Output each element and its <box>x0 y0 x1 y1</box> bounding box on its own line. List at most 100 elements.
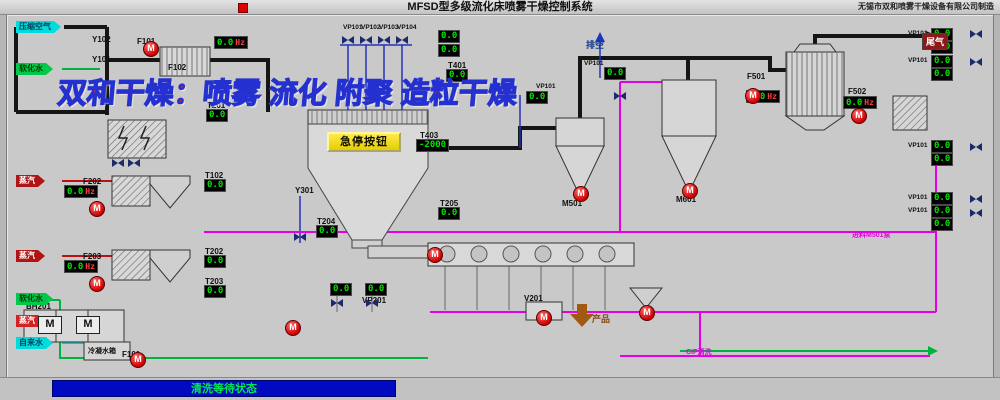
valve-icon[interactable] <box>396 36 408 45</box>
equipment-tag: VP102 <box>361 24 381 31</box>
alert-icon <box>238 3 248 13</box>
cyclone-b <box>661 79 717 187</box>
valve-icon[interactable] <box>970 195 982 204</box>
pump-icon[interactable]: M <box>536 310 552 326</box>
equipment-tag: VP101 <box>343 24 363 31</box>
numeric-display: 0.0 <box>931 68 954 81</box>
pump-icon[interactable]: M <box>427 247 443 263</box>
equipment-tag: VP101 <box>908 142 928 149</box>
numeric-display: 0.0 <box>931 218 954 231</box>
equipment-tag: T204 <box>317 217 336 226</box>
equipment-tag: VP103 <box>379 24 399 31</box>
numeric-display: 0.0 <box>604 67 627 80</box>
valve-icon[interactable] <box>294 233 306 242</box>
emergency-stop-button[interactable]: 急停按钮 <box>327 132 401 152</box>
valve-icon[interactable] <box>128 159 140 168</box>
flow-arrow-label: 蒸汽 <box>16 250 45 262</box>
pump-icon[interactable]: M <box>573 186 589 202</box>
equipment-tag: Y301 <box>295 186 314 195</box>
diagram-label: 尾气 <box>922 33 949 50</box>
electric-heater <box>107 119 167 159</box>
flow-arrow-label: 压缩空气 <box>16 21 61 33</box>
equipment-tag: M501 <box>562 199 583 208</box>
flow-arrow-label: 蒸汽 <box>16 315 45 327</box>
valve-icon[interactable] <box>331 299 343 308</box>
numeric-display: 0.0 <box>446 69 469 82</box>
numeric-display: 0.0 <box>204 255 227 268</box>
equipment-tag: T201 <box>207 101 226 110</box>
pump-icon[interactable]: M <box>682 183 698 199</box>
pump-icon[interactable]: M <box>851 108 867 124</box>
equipment-tag: T202 <box>205 247 224 256</box>
numeric-display: -2000 <box>416 139 450 152</box>
flow-arrow-label: 软化水 <box>16 63 53 75</box>
numeric-display: 0.0 <box>365 283 388 296</box>
equipment-tag: F502 <box>848 87 867 96</box>
equipment-tag: F203 <box>83 252 102 261</box>
valve-icon[interactable] <box>360 36 372 45</box>
equipment-tag: VP101 <box>908 207 928 214</box>
diagram-label: CIP清洗 <box>686 349 712 356</box>
equipment-tag: VP101 <box>908 194 928 201</box>
valve-icon[interactable] <box>970 209 982 218</box>
pump-icon[interactable]: M <box>285 320 301 336</box>
condenser <box>784 43 846 131</box>
diagram-label: 进料M501泵 <box>852 232 891 239</box>
flow-arrow-label: 蒸汽 <box>16 175 45 187</box>
equipment-tag: VP101 <box>908 57 928 64</box>
numeric-display: 0.0 <box>204 179 227 192</box>
equipment-tag: T205 <box>440 199 459 208</box>
numeric-display: 0.0 <box>931 140 954 153</box>
valve-icon[interactable] <box>970 143 982 152</box>
valve-icon[interactable] <box>366 299 378 308</box>
valve-icon[interactable] <box>342 36 354 45</box>
numeric-display: 0.0 <box>438 30 461 43</box>
numeric-display: 0.0 <box>438 207 461 220</box>
equipment-tag: V201 <box>524 294 543 303</box>
manufacturer-label: 无锡市双和喷雾干燥设备有限公司制造 <box>858 2 994 11</box>
numeric-display: 0.0 <box>330 283 353 296</box>
equipment-tag: Y102 <box>92 35 111 44</box>
inlet-filter <box>159 46 211 77</box>
flow-arrow-label: 自来水 <box>16 337 53 349</box>
heat-exchanger-2 <box>111 249 191 283</box>
equipment-tag: VP101 <box>908 30 928 37</box>
pump-icon[interactable]: M <box>639 305 655 321</box>
product-arrow <box>570 304 594 327</box>
pump-icon[interactable]: M <box>89 201 105 217</box>
pump-icon[interactable]: M <box>89 276 105 292</box>
pump-icon[interactable]: M <box>143 41 159 57</box>
valve-icon[interactable] <box>970 30 982 39</box>
water-arrowhead <box>928 346 938 356</box>
valve-icon[interactable] <box>112 159 124 168</box>
pump-icon[interactable]: M <box>130 352 146 368</box>
diagram-label: 排空 <box>586 40 605 50</box>
valve-icon[interactable] <box>614 92 626 101</box>
numeric-display: 0.0 <box>931 55 954 68</box>
equipment-tag: BH201 <box>26 302 51 311</box>
pump-icon[interactable]: M <box>745 88 761 104</box>
equipment-tag: F202 <box>83 177 102 186</box>
diagram-label: 产品 <box>592 314 611 324</box>
diagram-label: 冷凝水箱 <box>88 348 116 355</box>
numeric-display: 0.0 <box>931 192 954 205</box>
numeric-display: 0.0 <box>206 109 229 122</box>
valve-icon[interactable] <box>378 36 390 45</box>
equipment-tag: M601 <box>676 195 697 204</box>
equipment-tag: VP104 <box>397 24 417 31</box>
equipment-tag: T403 <box>420 131 439 140</box>
flow-arrow-label: 软化水 <box>16 293 53 305</box>
numeric-display: 0.0 <box>931 205 954 218</box>
motor-icon: M <box>38 316 62 334</box>
equipment-tag: VP101 <box>536 83 556 90</box>
equipment-tag: T102 <box>205 171 224 180</box>
motor-icon: M <box>76 316 100 334</box>
valve-icon[interactable] <box>970 58 982 67</box>
numeric-display: 0.0 <box>316 225 339 238</box>
